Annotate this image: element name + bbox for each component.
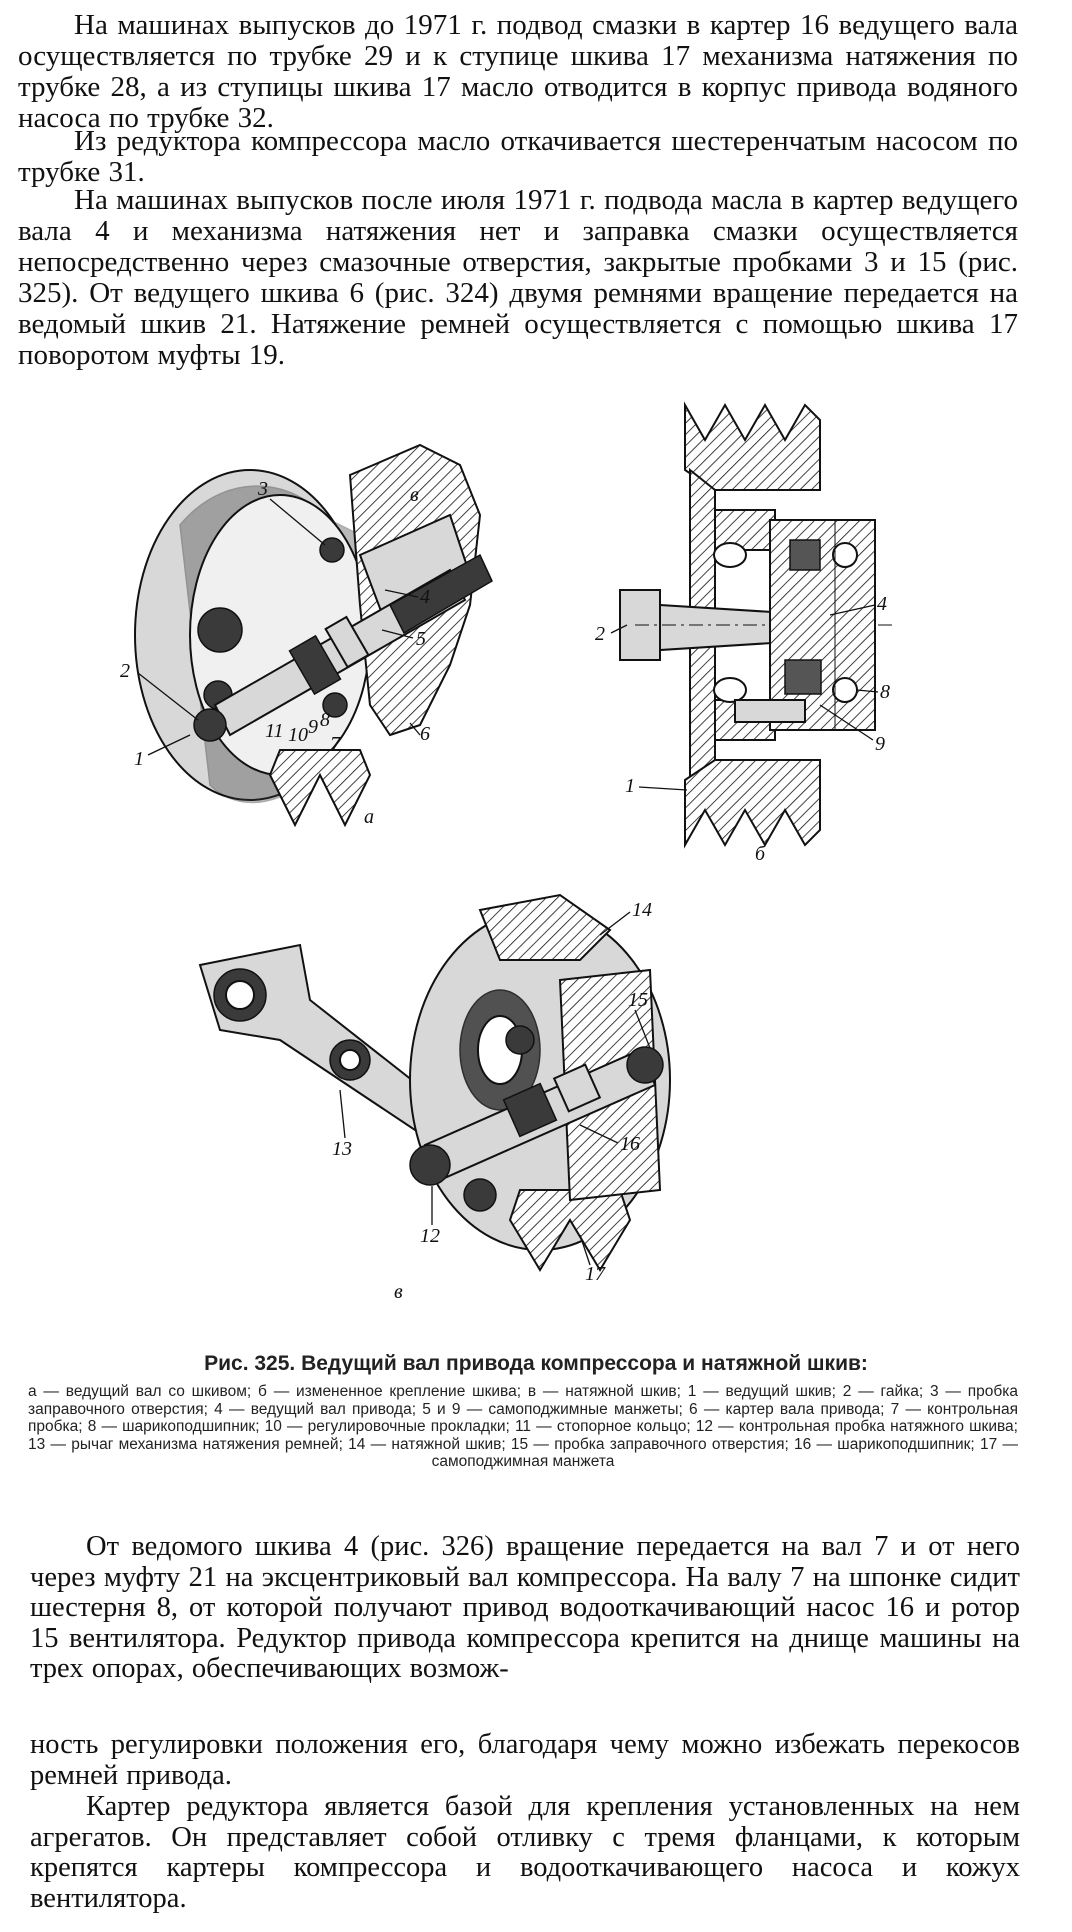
filler-plug: [319, 537, 345, 563]
label-a-v: в: [410, 484, 419, 506]
paragraph-6: Картер редуктора является базой для креп…: [30, 1791, 1020, 1914]
figure-b-letter: б: [755, 843, 766, 865]
label-b-8: 8: [880, 681, 890, 703]
figure-caption-title: Рис. 325. Ведущий вал привода компрессор…: [204, 1352, 868, 1375]
pulley-bottom-section: [684, 759, 821, 849]
figure-a-letter: а: [364, 806, 374, 828]
figure-v-tension-pulley: 14 15 16 13 12 17 в: [198, 893, 671, 1303]
paragraph-4: От ведомого шкива 4 (рис. 326) вращение …: [30, 1531, 1020, 1684]
bearing-housing: [769, 519, 876, 731]
label-a-1: 1: [134, 748, 144, 770]
pulley-hole: [197, 607, 243, 653]
filler-plug-15: [626, 1046, 664, 1084]
nut: [193, 708, 227, 742]
label-b-9: 9: [875, 733, 885, 755]
paragraph-1: На машинах выпусков до 1971 г. подвод см…: [18, 9, 1018, 134]
label-a-11: 11: [265, 720, 284, 742]
label-v-12: 12: [420, 1225, 440, 1247]
label-a-8: 8: [320, 709, 330, 731]
label-b-4: 4: [877, 593, 887, 615]
label-b-2: 2: [595, 623, 605, 645]
label-a-2: 2: [120, 660, 130, 682]
figure-caption-body: а — ведущий вал со шкивом; б — измененно…: [28, 1383, 1018, 1470]
figure-a-drive-shaft-pulley: 3 в 4 5 2 7 6 11 10 9 8 1 а: [120, 443, 493, 828]
paragraph-2: Из редуктора компрессора масло откачивае…: [18, 125, 1018, 188]
figure-v-letter: в: [394, 1281, 403, 1303]
label-a-7: 7: [330, 733, 341, 755]
paragraph-3: На машинах выпусков после июля 1971 г. п…: [18, 184, 1018, 371]
label-v-17: 17: [585, 1263, 606, 1285]
pulley-top-section: [684, 401, 821, 491]
label-b-1: 1: [625, 775, 635, 797]
label-a-10: 10: [288, 724, 308, 746]
paragraph-5: ность регулировки положения его, благода…: [30, 1729, 1020, 1791]
figure-b-modified-mounting: 2 4 8 9 1 б: [595, 401, 895, 865]
label-a-6: 6: [420, 723, 430, 745]
label-v-15: 15: [628, 989, 648, 1011]
label-a-9: 9: [308, 716, 318, 738]
label-v-14: 14: [632, 899, 652, 921]
label-v-13: 13: [332, 1138, 352, 1160]
label-a-3: 3: [257, 478, 268, 500]
label-a-5: 5: [416, 628, 426, 650]
label-v-16: 16: [620, 1133, 640, 1155]
control-plug-12: [409, 1144, 451, 1186]
label-a-4: 4: [420, 586, 430, 608]
